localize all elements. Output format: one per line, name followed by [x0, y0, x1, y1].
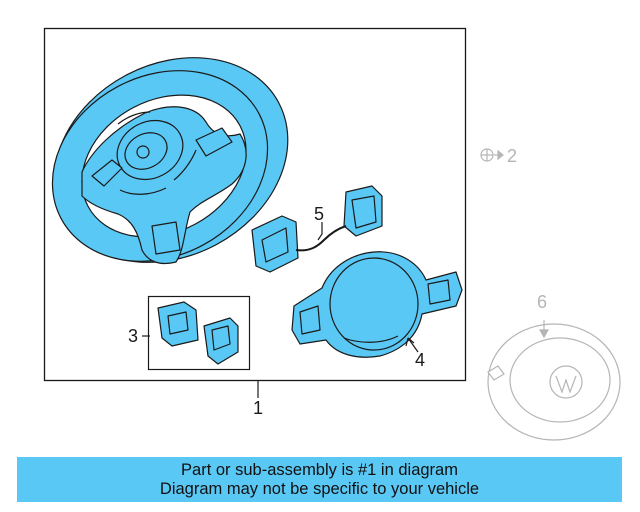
trim-cover[interactable] — [291, 251, 463, 358]
callout-2: 2 — [507, 146, 517, 166]
airbag-module-faded — [487, 320, 621, 441]
callout-5: 5 — [314, 204, 324, 224]
steering-wheel[interactable] — [18, 18, 324, 302]
callout-4: 4 — [415, 350, 425, 370]
callout-1: 1 — [253, 398, 263, 418]
banner-line-1: Part or sub-assembly is #1 in diagram — [181, 460, 458, 479]
screw-part-faded — [480, 148, 504, 162]
leader-lines — [142, 222, 419, 398]
switch-harness[interactable] — [251, 185, 383, 273]
switch-buttons[interactable] — [157, 301, 239, 365]
banner-line-2: Diagram may not be specific to your vehi… — [159, 479, 480, 498]
vehicle-notice-banner: Part or sub-assembly is #1 in diagram Di… — [17, 457, 622, 502]
callout-6: 6 — [537, 292, 547, 312]
switch-buttons-box — [147, 295, 251, 371]
assembly-frame — [43, 27, 467, 382]
callout-3: 3 — [128, 326, 138, 346]
